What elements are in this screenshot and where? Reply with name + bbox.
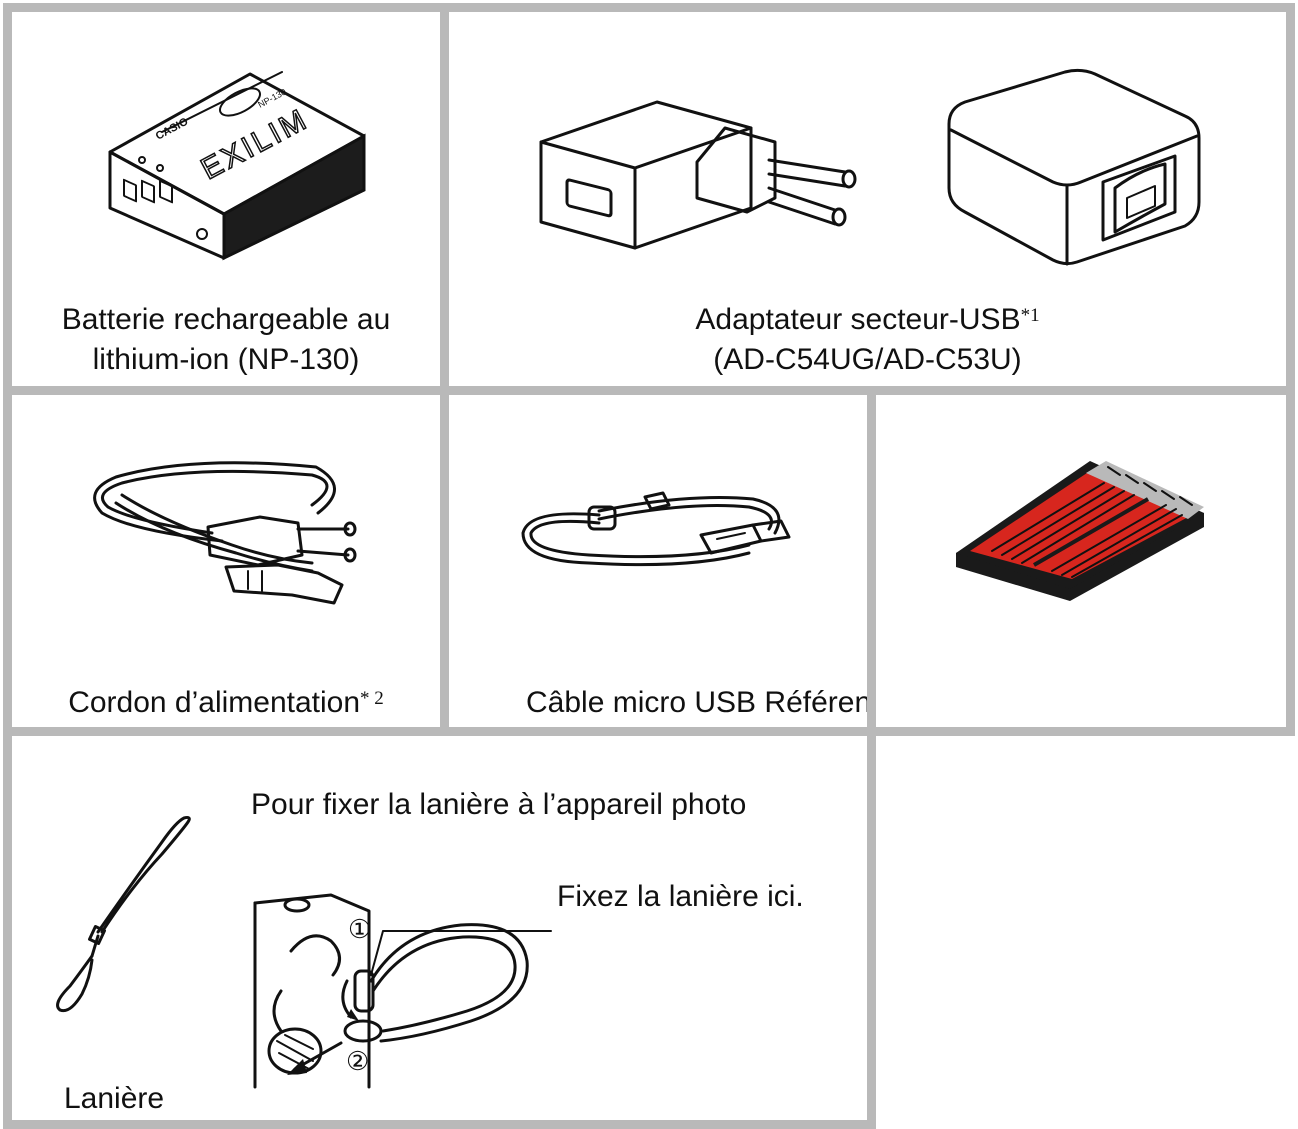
adapter-label-line1: Adaptateur secteur-USB*1 xyxy=(449,301,1286,339)
reference-booklet-illustration xyxy=(956,461,1204,601)
usb-adapter-illustration xyxy=(539,100,857,250)
battery-label-line1: Batterie rechargeable au xyxy=(61,303,391,336)
micro-usb-cable-illustration xyxy=(521,491,791,567)
strap-attach-illustration xyxy=(253,893,552,1089)
battery-illustration: CASIO EXILIM NP-130 xyxy=(108,71,366,261)
step-1-marker: ① xyxy=(348,914,372,944)
strap-callout: Fixez la lanière ici. xyxy=(557,880,804,913)
ac-adapter-illustration xyxy=(947,68,1201,266)
battery-brand: CASIO xyxy=(154,115,191,142)
cord-label: Cordon d’alimentation* 2 xyxy=(12,684,440,722)
strap-instruction-title: Pour fixer la lanière à l’appareil photo xyxy=(251,788,747,821)
battery-label-line2: lithium-ion (NP-130) xyxy=(92,343,360,376)
adapter-cell: Adaptateur secteur-USB*1 (AD-C54UG/AD-C5… xyxy=(440,3,1295,395)
adapter-name: Adaptateur secteur-USB xyxy=(695,303,1021,336)
strap-cell: Pour fixer la lanière à l’appareil photo… xyxy=(3,727,876,1129)
cord-footnote-mark: * 2 xyxy=(360,688,384,709)
adapter-footnote-mark: *1 xyxy=(1020,305,1040,326)
cord-name: Cordon d’alimentation xyxy=(68,686,361,719)
strap-label: Lanière xyxy=(64,1082,165,1115)
power-cord-illustration xyxy=(93,461,357,605)
strap-illustration xyxy=(56,816,191,1013)
cord-cell: Cordon d’alimentation* 2 xyxy=(3,386,449,736)
cable-cell: Câble micro USB Référence de base xyxy=(440,386,1018,736)
reference-cell xyxy=(867,386,1295,736)
step-2-marker: ② xyxy=(346,1046,370,1076)
battery-model: NP-130 xyxy=(256,87,288,110)
battery-cell: CASIO EXILIM NP-130 Batterie rechargeabl… xyxy=(3,3,449,395)
adapter-label-line2: (AD-C54UG/AD-C53U) xyxy=(713,343,1022,376)
